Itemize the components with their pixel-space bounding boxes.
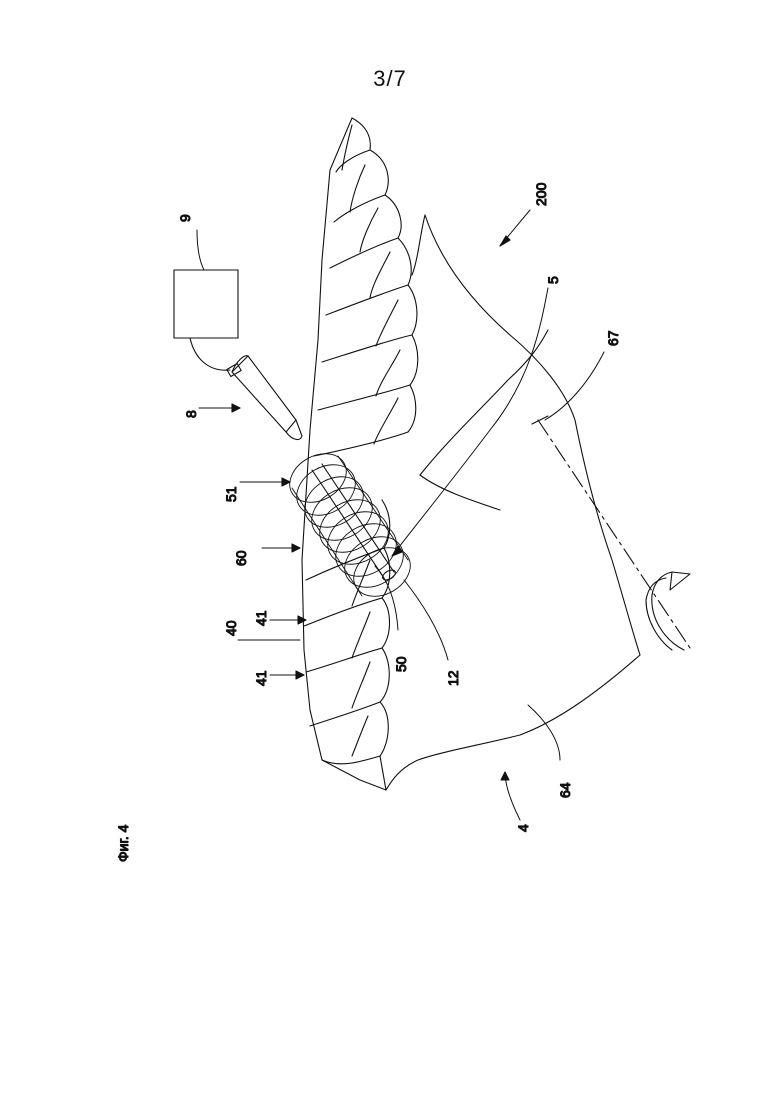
ref-41b: 41 xyxy=(253,670,269,686)
control-unit-9 xyxy=(174,270,238,338)
ref-41a: 41 xyxy=(253,610,269,626)
coil-51 xyxy=(281,444,419,606)
cable xyxy=(190,338,230,370)
ref-200: 200 xyxy=(533,182,549,206)
ref-9: 9 xyxy=(177,214,193,222)
ref-40: 40 xyxy=(223,620,239,636)
ref-67: 67 xyxy=(605,330,621,346)
ref-64: 64 xyxy=(557,782,573,798)
ref-60: 60 xyxy=(233,550,249,566)
ref-8: 8 xyxy=(183,410,199,418)
rotation-axis-67 xyxy=(538,420,690,648)
ref-4: 4 xyxy=(515,824,531,832)
ref-50: 50 xyxy=(393,656,409,672)
figure-caption: Фиг. 4 xyxy=(115,824,131,862)
probe-8 xyxy=(227,356,302,440)
leader-lines xyxy=(197,210,604,820)
ref-5: 5 xyxy=(545,276,561,284)
leader-arrowheads xyxy=(232,236,510,780)
base-part-outline xyxy=(386,215,640,790)
ref-51: 51 xyxy=(223,486,239,502)
ref-12: 12 xyxy=(445,670,461,686)
